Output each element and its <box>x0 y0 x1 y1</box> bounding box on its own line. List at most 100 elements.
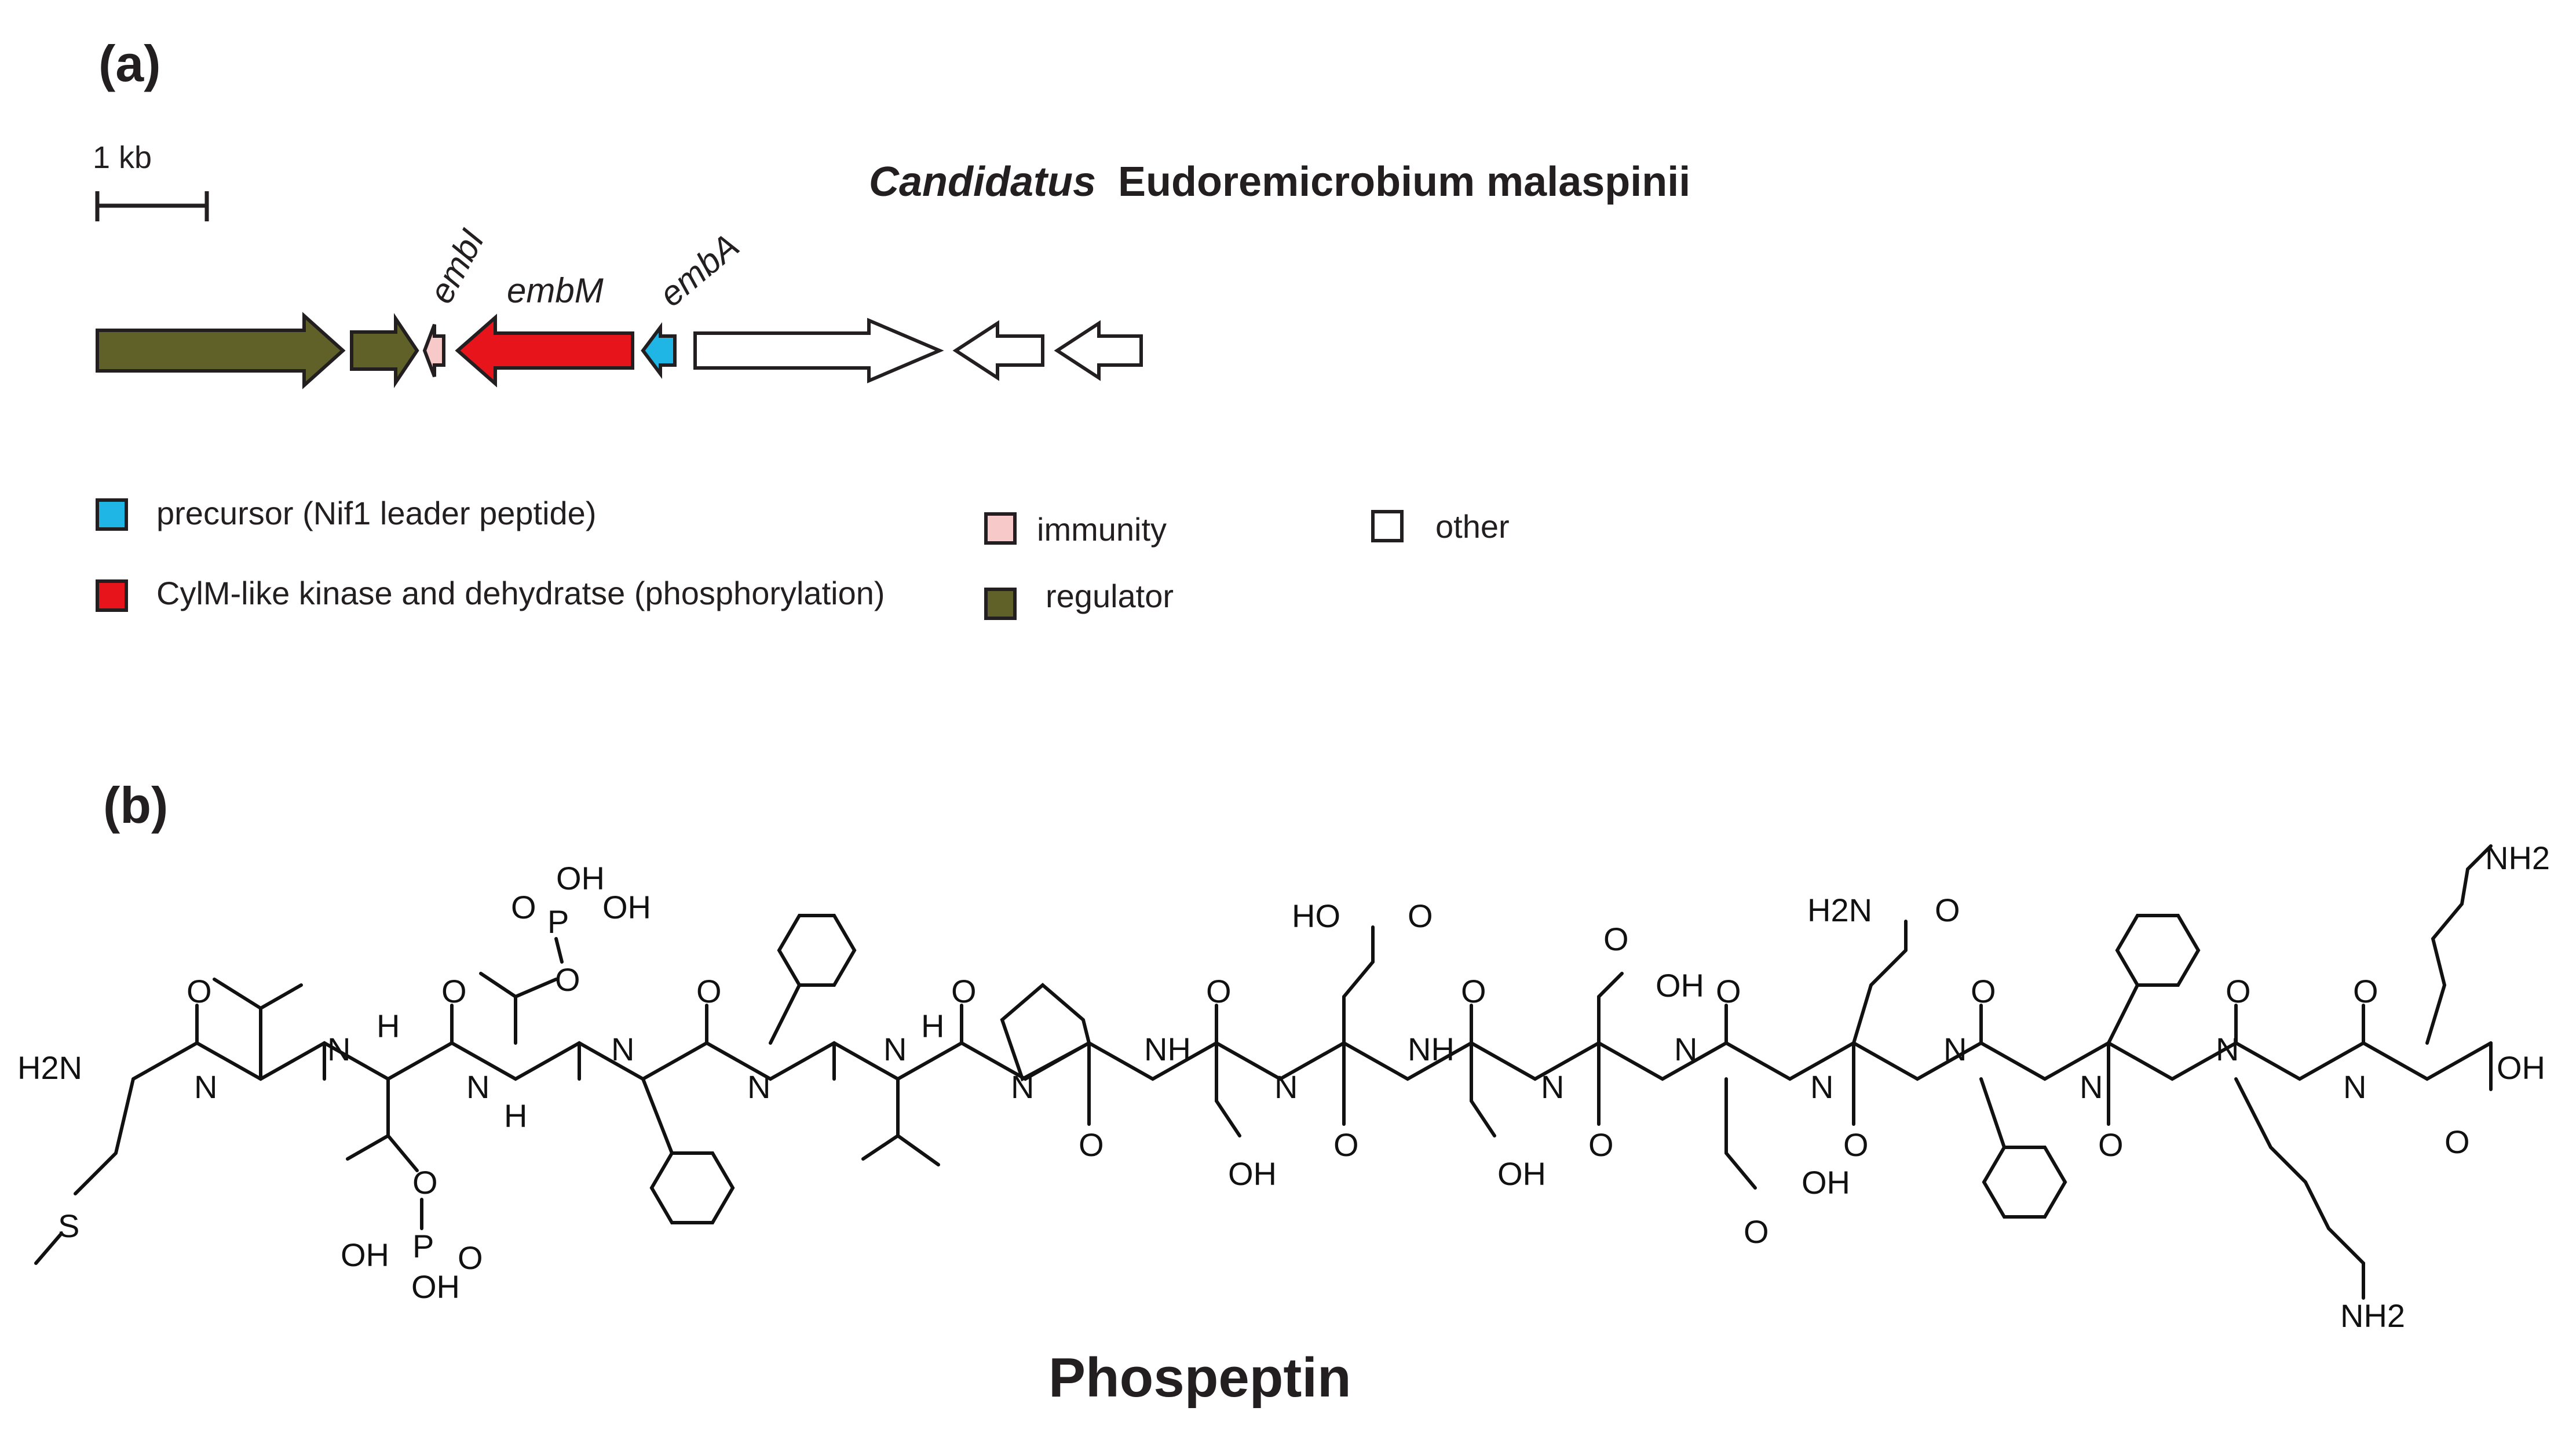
phenyl-ring <box>777 914 857 987</box>
atom-NH: N <box>1674 1031 1697 1067</box>
atom-O: O <box>1206 973 1232 1009</box>
atom-O: O <box>1843 1126 1869 1163</box>
gene-label-embM: embM <box>507 271 604 310</box>
legend-swatch-other <box>1371 510 1404 542</box>
atom-OH: OH <box>411 1268 460 1305</box>
atom-HO: HO <box>1292 898 1340 934</box>
legend-swatch-regulator <box>984 588 1017 620</box>
atom-NH: N <box>466 1069 489 1105</box>
atom-OH: OH <box>341 1237 389 1273</box>
atom-NH: NH <box>1144 1031 1191 1067</box>
atom-O: O <box>1588 1126 1614 1163</box>
atom-NH: N <box>883 1031 907 1067</box>
atom-O: O <box>951 973 977 1009</box>
gene-label-embI: embI <box>421 223 492 309</box>
atom-O: O <box>441 973 467 1009</box>
residue-phe-2 <box>769 914 857 1045</box>
legend-swatch-kinase <box>96 579 128 612</box>
gene-arrow-embM <box>455 313 634 388</box>
organism-species: Eudoremicrobium malaspinii <box>1118 159 1690 205</box>
amide-nh-labels: N N N N N N N NH N NH N N N N N N N <box>194 1031 2366 1105</box>
atom-O: O <box>1935 892 1960 928</box>
residue-pthr-2: H O P O OH OH <box>479 860 651 1134</box>
gene-label-embA: embA <box>652 226 746 314</box>
atom-O: O <box>2445 1124 2470 1160</box>
atom-OH: OH <box>1228 1155 1277 1192</box>
residue-phe-3 <box>1979 1077 2067 1219</box>
atom-NH: N <box>1943 1031 1967 1067</box>
gene-arrow-other-1 <box>693 318 944 384</box>
scale-bar-label: 1 kb <box>93 140 152 175</box>
atom-NH: N <box>611 1031 634 1067</box>
atom-O: O <box>2098 1126 2124 1163</box>
organism-genus: Candidatus <box>869 159 1096 205</box>
atom-OH: OH <box>1802 1164 1850 1201</box>
residue-lys-2: NH2 OH O <box>2425 840 2550 1160</box>
residue-asp-2: O OH <box>1724 1077 1850 1250</box>
atom-NH: N <box>747 1069 770 1105</box>
gene-cluster <box>96 312 1143 389</box>
residue-phe-4 <box>2107 914 2201 1045</box>
atom-O: O <box>1971 973 1996 1009</box>
panel-a: (a) 1 kb Candidatus Eudoremicrobium mala… <box>93 35 1690 620</box>
residue-asp-1: O OH <box>1597 921 1704 1045</box>
phenyl-ring <box>2115 914 2201 987</box>
atom-S: S <box>58 1208 79 1244</box>
atom-P: P <box>412 1228 434 1264</box>
atom-OH: OH <box>556 860 605 896</box>
atom-O: O <box>1744 1213 1769 1250</box>
atom-O: O <box>1716 973 1741 1009</box>
legend-label-precursor: precursor (Nif1 leader peptide) <box>156 495 596 531</box>
phenyl-ring <box>649 1151 735 1224</box>
atom-H: H <box>921 1008 944 1044</box>
atom-O: O <box>2353 973 2378 1009</box>
atom-H: H <box>504 1097 527 1134</box>
backbone-bonds <box>131 1041 2493 1081</box>
atom-OH: OH <box>1656 967 1704 1004</box>
gene-arrow-embA <box>641 322 677 379</box>
atom-O: O <box>1603 921 1629 957</box>
residue-pthr-1: H O P OH O OH <box>341 1008 483 1305</box>
legend: precursor (Nif1 leader peptide) CylM-lik… <box>96 495 1510 620</box>
panel-b-label: (b) <box>103 776 168 834</box>
atom-NH: NH <box>1408 1031 1455 1067</box>
atom-OH: OH <box>2497 1049 2545 1086</box>
atom-O: O <box>696 973 722 1009</box>
legend-label-regulator: regulator <box>1046 578 1174 614</box>
atom-H2N-amide: H2N <box>1807 892 1872 928</box>
legend-label-immunity: immunity <box>1037 511 1167 548</box>
gene-arrow-other-2 <box>952 320 1044 381</box>
atom-O: O <box>1333 1126 1359 1163</box>
atom-P: P <box>547 903 569 940</box>
atom-O: O <box>511 889 536 925</box>
phenyl-ring <box>1982 1146 2067 1219</box>
residue-lys-1: NH2 <box>2234 1077 2405 1334</box>
atom-NH: N <box>2343 1069 2366 1105</box>
proline-ring <box>1000 983 1091 1082</box>
atom-O: O <box>458 1239 483 1276</box>
residue-pro <box>1000 983 1091 1082</box>
atom-O: O <box>187 973 212 1009</box>
residue-ser-1: OH <box>1215 1041 1277 1192</box>
legend-label-kinase: CylM-like kinase and dehydratse (phospho… <box>156 575 885 611</box>
atom-O: O <box>1461 973 1486 1009</box>
atom-NH2: NH2 <box>2340 1297 2405 1334</box>
residue-val-2: H <box>861 1008 944 1166</box>
compound-title: Phospeptin <box>1048 1347 1351 1409</box>
atom-NH: N <box>327 1031 350 1067</box>
atom-OH: OH <box>1497 1155 1546 1192</box>
scale-bar: 1 kb <box>93 140 209 221</box>
carbonyl-groups: O O O O O O O O O O O O O O O <box>187 973 2378 1163</box>
gene-arrow-regulator-2 <box>350 313 419 388</box>
panel-b: (b) O O O O O O O O O O O O O O O N N <box>17 776 2550 1409</box>
atom-O: O <box>412 1164 438 1201</box>
atom-H: H <box>377 1008 400 1044</box>
atom-H2N: H2N <box>17 1049 82 1086</box>
atom-NH: N <box>1541 1069 1564 1105</box>
atom-O: O <box>1408 898 1433 934</box>
legend-swatch-immunity <box>984 512 1017 545</box>
organism-name: Candidatus Eudoremicrobium malaspinii <box>869 159 1690 205</box>
panel-a-label: (a) <box>98 35 161 92</box>
residue-val-1 <box>213 978 303 1081</box>
